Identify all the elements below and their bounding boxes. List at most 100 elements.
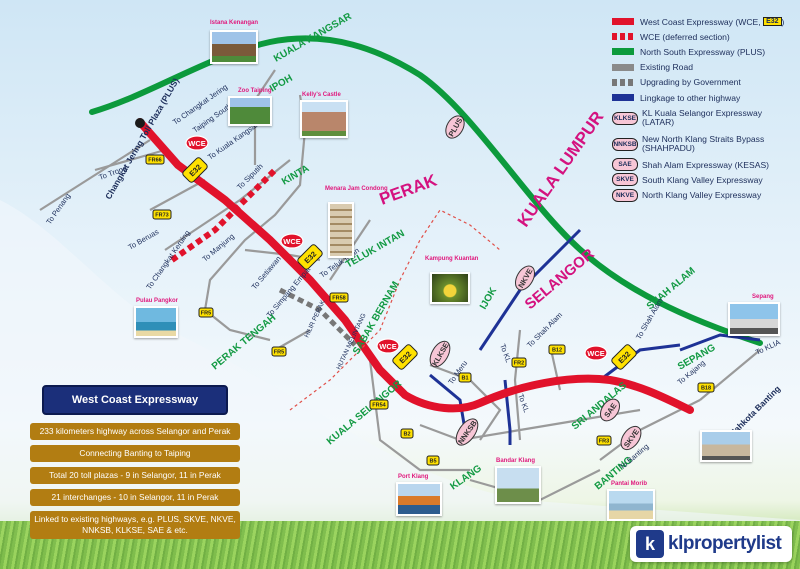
svg-text:WCE: WCE	[379, 342, 397, 351]
photo-caption-kellys: Kelly's Castle	[302, 92, 341, 98]
photo-pantai-morib[interactable]	[607, 489, 655, 521]
photo-caption-bandar-klang: Bandar Klang	[496, 458, 536, 464]
svg-text:FR58: FR58	[332, 296, 345, 302]
photo-caption-menara: Menara Jam Condong	[325, 186, 388, 192]
info-panel: West Coast Expressway 233 kilometers hig…	[30, 385, 240, 544]
road-tag-fr5-1: FR5	[198, 307, 214, 318]
photo-caption-zoo: Zoo Taiping	[238, 88, 272, 94]
road-tag-fr58: FR58	[329, 292, 349, 303]
upgrade-route	[278, 287, 357, 347]
road-tag-b2: B2	[400, 428, 414, 439]
svg-text:WCE: WCE	[283, 237, 301, 246]
photo-kampung-kuantan[interactable]	[430, 272, 470, 304]
svg-text:FR73: FR73	[155, 213, 168, 219]
wce-deferred-route	[170, 167, 278, 263]
svg-text:FR66: FR66	[148, 158, 161, 164]
road-tag-fr2: FR2	[511, 357, 527, 368]
road-tag-b1: B1	[458, 372, 472, 383]
place-ijok: IJOK	[478, 285, 500, 311]
svg-text:B12: B12	[552, 348, 562, 354]
road-tag-fr3: FR3	[596, 435, 612, 446]
legend-e32-tag: E32	[763, 17, 782, 27]
photo-caption-kampung: Kampung Kuantan	[425, 256, 479, 262]
svg-text:B5: B5	[429, 459, 436, 465]
klkse-badge: KLKSE	[429, 340, 451, 368]
photo-caption-pantai-morib: Pantai Morib	[611, 481, 648, 487]
plus-badge: PLUS	[445, 115, 465, 139]
photo-caption-istana: Istana Kenangan	[210, 20, 259, 26]
legend-swatch-upgrading	[612, 78, 634, 86]
klpropertylist-logo[interactable]: k klpropertylist	[630, 526, 792, 562]
photo-zoo-taiping[interactable]	[228, 96, 272, 126]
skve-badge: SKVE	[620, 425, 642, 451]
photo-caption-pangkor: Pulau Pangkor	[136, 298, 179, 304]
wce-badge-2: WCE	[280, 233, 304, 249]
place-sri-andalas: SRI ANDALAS	[570, 380, 629, 432]
e32-badge-2: E32	[297, 244, 323, 270]
legend-wce: West Coast Expressway (WCE, E32)	[612, 14, 788, 29]
map-legend: West Coast Expressway (WCE, E32) WCE (de…	[612, 14, 788, 203]
road-tag-fr54: FR54	[369, 399, 389, 410]
legend-swatch-plus	[612, 48, 634, 56]
photo-sepang[interactable]	[728, 302, 780, 336]
svg-text:FR5: FR5	[274, 350, 284, 356]
photo-kellys-castle[interactable]	[300, 100, 348, 138]
road-tag-fr5-2: FR5	[271, 346, 287, 357]
dir-setiawan: To Setiawan	[250, 254, 283, 291]
changkat-jering-toll-marker[interactable]	[135, 118, 145, 128]
legend-linkage: Lingkage to other highway	[612, 90, 788, 105]
road-tag-b5: B5	[426, 455, 440, 466]
region-kuala-lumpur: KUALA LUMPUR	[514, 108, 608, 231]
place-kinta: KINTA	[280, 163, 311, 187]
legend-swatch-linkage	[612, 94, 634, 102]
e32-badge-1: E32	[182, 157, 208, 183]
wce-badge-4: WCE	[584, 345, 608, 361]
legend-existing-road: Existing Road	[612, 60, 788, 75]
photo-menara-jam-condong[interactable]	[328, 202, 354, 258]
info-fact-toll-plazas: Total 20 toll plazas - 9 in Selangor, 11…	[30, 467, 240, 484]
sae-badge: SAE	[599, 398, 621, 422]
svg-text:FR5: FR5	[201, 311, 211, 317]
road-tag-fr66: FR66	[145, 154, 165, 165]
info-fact-connection: Connecting Banting to Taiping	[30, 445, 240, 462]
wce-route	[136, 118, 694, 414]
nkve-badge: NKVE	[515, 265, 535, 291]
svg-text:B2: B2	[403, 432, 410, 438]
legend-upgrading: Upgrading by Government	[612, 75, 788, 90]
e32-badge-4: E32	[611, 344, 637, 370]
logo-text: klpropertylist	[668, 533, 782, 554]
svg-text:FR2: FR2	[514, 361, 524, 367]
wce-badge-3: WCE	[376, 338, 400, 354]
photo-bandar-mahkota[interactable]	[700, 430, 752, 462]
photo-port-klang[interactable]	[396, 482, 442, 516]
dir-penang: To Penang	[44, 192, 72, 227]
svg-text:WCE: WCE	[188, 139, 206, 148]
svg-text:FR3: FR3	[599, 439, 609, 445]
e32-badge-3: E32	[392, 344, 418, 370]
dir-shah-alam-1: To Shah Alam	[525, 310, 564, 349]
place-kuala-selangor: KUALA SELANGOR	[325, 378, 405, 447]
photo-caption-port-klang: Port Klang	[398, 474, 429, 480]
svg-text:B18: B18	[701, 386, 711, 392]
photo-istana-kenangan[interactable]	[210, 30, 258, 64]
legend-swatch-existing	[612, 63, 634, 71]
info-fact-interchanges: 21 interchanges - 10 in Selangor, 11 in …	[30, 489, 240, 506]
road-tag-fr73: FR73	[152, 209, 172, 220]
legend-plus: North South Expressway (PLUS)	[612, 44, 788, 59]
photo-pulau-pangkor[interactable]	[134, 306, 178, 338]
info-title: West Coast Expressway	[42, 385, 228, 415]
photo-bandar-klang[interactable]	[495, 466, 541, 504]
legend-wce-deferred: WCE (deferred section)	[612, 29, 788, 44]
legend-swatch-deferred	[612, 33, 634, 41]
logo-mark-icon: k	[636, 530, 664, 558]
state-boundary	[289, 209, 501, 411]
wce-badge-1: WCE	[185, 135, 209, 151]
info-fact-linked-highways: Linked to existing highways, e.g. PLUS, …	[30, 511, 240, 539]
info-fact-length: 233 kilometers highway across Selangor a…	[30, 423, 240, 440]
photo-caption-sepang: Sepang	[752, 294, 774, 300]
dir-beruas: To Beruas	[127, 227, 161, 252]
